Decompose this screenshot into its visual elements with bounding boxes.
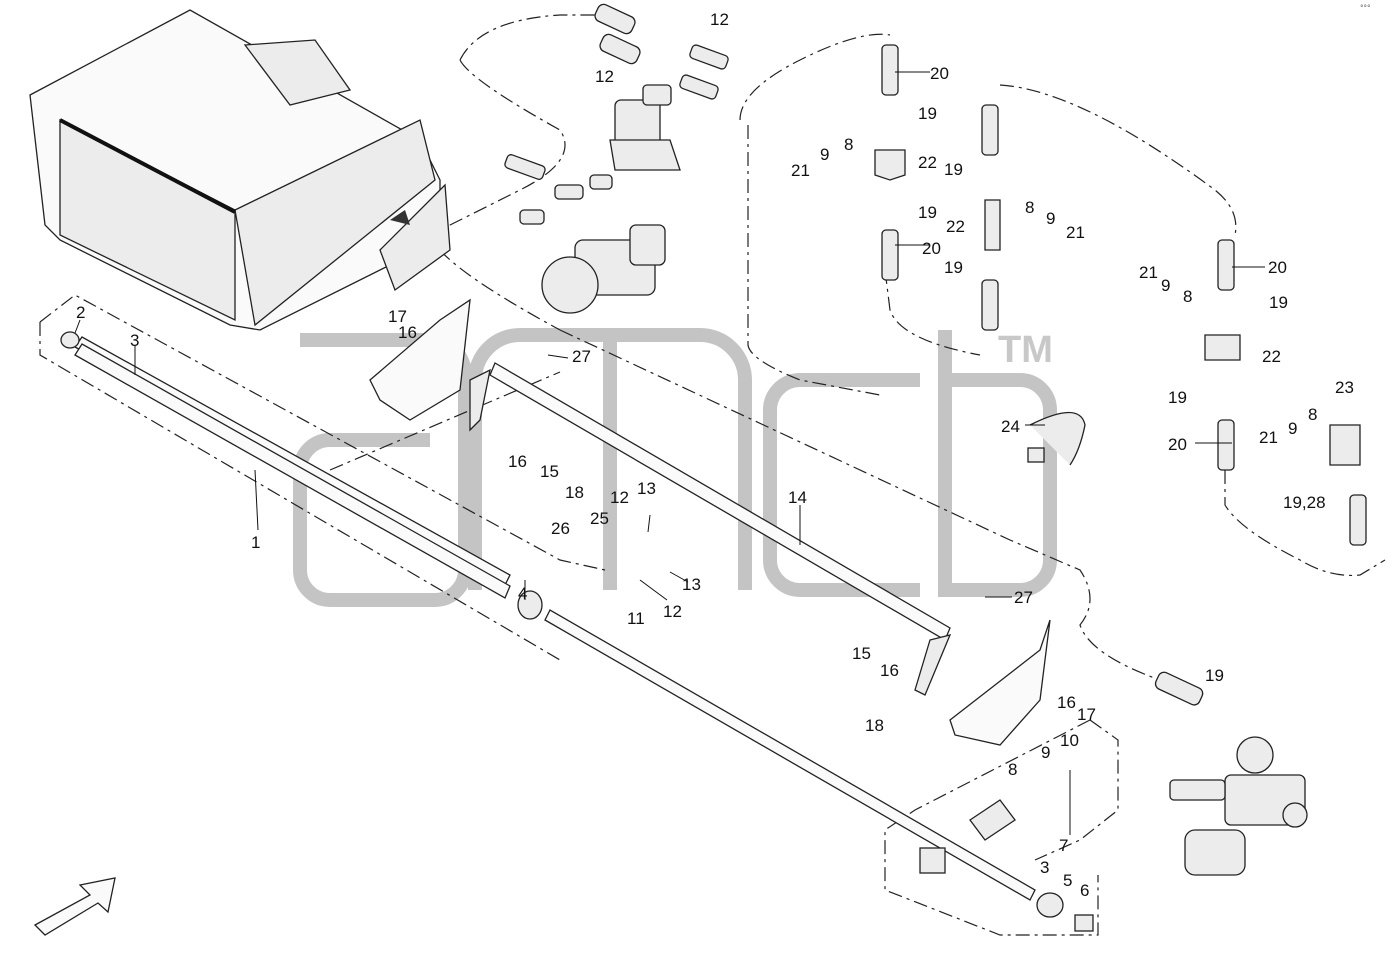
label-9: 9 (1041, 743, 1050, 762)
label-13: 13 (682, 575, 701, 594)
label-22: 22 (918, 153, 937, 172)
label-2: 2 (76, 303, 85, 322)
label-22: 22 (1262, 347, 1281, 366)
label-13: 13 (637, 479, 656, 498)
watermark-logo: TM (293, 328, 1057, 607)
label-16: 16 (508, 452, 527, 471)
label-3: 3 (130, 331, 139, 350)
label-23: 23 (1335, 378, 1354, 397)
label-4: 4 (518, 584, 527, 603)
label-9: 9 (1046, 209, 1055, 228)
valve-pump-group (504, 3, 729, 314)
label-19: 19 (1168, 388, 1187, 407)
label-20: 20 (930, 64, 949, 83)
label-25: 25 (590, 509, 609, 528)
label-12: 12 (595, 67, 614, 86)
label-12: 12 (710, 10, 729, 29)
label-8: 8 (1183, 287, 1192, 306)
dashed-outlines (39, 14, 1386, 936)
label-20: 20 (1268, 258, 1287, 277)
label-14: 14 (788, 488, 807, 507)
label-17: 17 (1077, 705, 1096, 724)
label-6: 6 (1080, 881, 1089, 900)
corner-text: °°° (1360, 4, 1371, 12)
leader-lines (74, 71, 1265, 835)
label-5: 5 (1063, 871, 1072, 890)
label-8: 8 (1308, 405, 1317, 424)
label-16: 16 (1057, 693, 1076, 712)
label-11: 11 (627, 609, 645, 628)
label-26: 26 (551, 519, 570, 538)
label-15: 15 (540, 462, 559, 481)
part-labels: 1 2 3 3 4 5 6 7 8 8 8 8 8 9 9 9 9 9 10 1… (76, 10, 1354, 900)
regulator-assembly (1169, 736, 1308, 876)
label-9: 9 (820, 145, 829, 164)
levers-brackets (369, 298, 1086, 874)
label-8: 8 (1008, 760, 1017, 779)
label-27: 27 (572, 347, 591, 366)
label-20: 20 (922, 239, 941, 258)
label-16: 16 (880, 661, 899, 680)
label-18: 18 (565, 483, 584, 502)
label-17: 17 (388, 307, 407, 326)
label-7: 7 (1059, 836, 1068, 855)
label-20: 20 (1168, 435, 1187, 454)
label-21: 21 (1139, 263, 1158, 282)
label-16: 16 (398, 323, 417, 342)
label-21: 21 (1066, 223, 1085, 242)
label-22: 22 (946, 217, 965, 236)
label-10: 10 (1060, 731, 1079, 750)
main-tubes (60, 331, 1094, 932)
label-18: 18 (865, 716, 884, 735)
control-unit (29, 9, 451, 331)
label-9: 9 (1288, 419, 1297, 438)
label-27: 27 (1014, 588, 1033, 607)
label-12: 12 (610, 488, 629, 507)
label-3: 3 (1040, 858, 1049, 877)
label-1: 1 (251, 533, 260, 552)
label-19: 19 (944, 160, 963, 179)
label-19: 19 (1205, 666, 1224, 685)
label-19: 19 (1269, 293, 1288, 312)
label-19: 19 (918, 104, 937, 123)
label-21: 21 (1259, 428, 1278, 447)
label-8: 8 (844, 135, 853, 154)
trademark-mark: TM (998, 329, 1053, 371)
label-12: 12 (663, 602, 682, 621)
label-21: 21 (791, 161, 810, 180)
label-15: 15 (852, 644, 871, 663)
label-8: 8 (1025, 198, 1034, 217)
direction-arrow-icon (33, 877, 116, 936)
hoses-right (874, 44, 1367, 706)
label-19: 19 (944, 258, 963, 277)
label-24: 24 (1001, 417, 1020, 436)
label-19: 19 (918, 203, 937, 222)
label-19-28: 19,28 (1283, 493, 1326, 512)
label-9: 9 (1161, 276, 1170, 295)
